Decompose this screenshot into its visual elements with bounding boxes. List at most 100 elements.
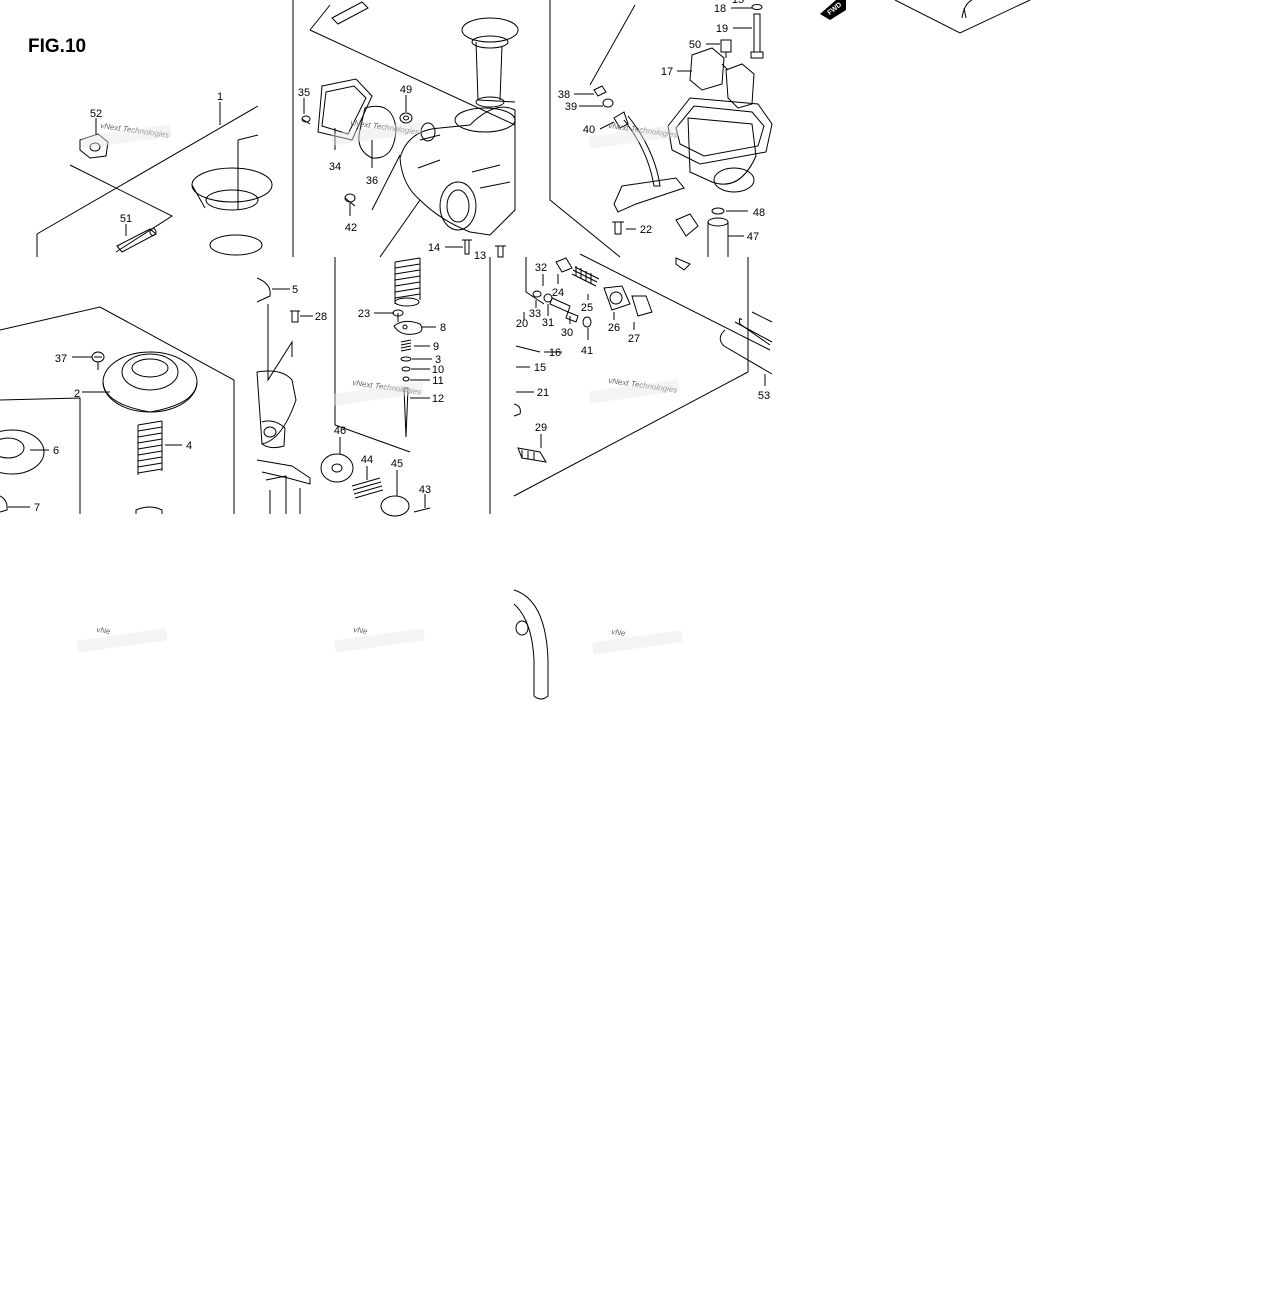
fwd-arrow-badge: FWD <box>820 0 846 20</box>
part-34-gasket <box>317 78 373 141</box>
callout-label-36: 36 <box>366 175 378 187</box>
part-47-hose <box>707 217 729 257</box>
callout-label-15: 15 <box>732 0 744 6</box>
callout-label-43: 43 <box>419 484 431 496</box>
leader-line <box>379 199 421 258</box>
frame-line <box>549 0 621 258</box>
part-27-cap <box>631 295 653 317</box>
part-12-needle <box>403 387 409 438</box>
tile-middle-right <box>513 253 773 497</box>
frame-line <box>579 253 771 351</box>
part-26-nut <box>603 285 631 311</box>
callout-label-49: 49 <box>400 84 412 96</box>
float-bowl-gasket <box>667 97 773 193</box>
part-pin-top <box>331 1 369 25</box>
callout-label-40: 40 <box>583 124 595 136</box>
callout-label-26: 26 <box>608 322 620 334</box>
frame-line <box>0 306 235 514</box>
callout-label-52: 52 <box>90 108 102 120</box>
part-38-spring <box>593 85 607 97</box>
part-2-cover <box>102 351 198 413</box>
part-17-float <box>689 47 755 109</box>
frame-line <box>267 304 293 382</box>
part-51-pin <box>116 228 157 253</box>
callout-label-4: 4 <box>186 440 192 452</box>
callout-label-35: 35 <box>298 87 310 99</box>
callout-label-47: 47 <box>747 231 759 243</box>
part-41-oring <box>582 316 592 328</box>
part-50-valve <box>720 39 732 58</box>
callout-label-44: 44 <box>361 454 373 466</box>
frame-line <box>36 105 259 257</box>
callout-label-24: 24 <box>552 287 564 299</box>
part-33-washer <box>532 290 542 298</box>
part-48-oring <box>711 207 725 215</box>
leader-line <box>599 121 615 130</box>
part-35-screw <box>301 115 311 125</box>
callout-label-21: 21 <box>537 387 549 399</box>
callout-label-13: 13 <box>474 250 486 262</box>
tile-middle-left <box>0 306 235 514</box>
callout-label-45: 45 <box>391 458 403 470</box>
callout-label-8: 8 <box>440 322 446 334</box>
watermark-smudge <box>81 124 172 149</box>
watermark-smudge <box>589 124 680 149</box>
frame-line <box>334 257 411 453</box>
callout-label-46: 46 <box>334 425 346 437</box>
callout-label-31: 31 <box>542 317 554 329</box>
watermark-fragment: vNe <box>353 625 369 636</box>
callout-label-29: 29 <box>535 422 547 434</box>
part-40-screw <box>613 111 661 187</box>
watermark-fragment: vNe <box>611 627 627 638</box>
callout-label-3: 3 <box>435 354 441 366</box>
callout-label-50: 50 <box>689 39 701 51</box>
part-23-screw <box>392 309 404 322</box>
part-4-spring <box>135 420 163 514</box>
part-6-diaphragm <box>0 429 45 475</box>
part-18-washer <box>751 4 763 10</box>
part-29-screw <box>517 447 547 463</box>
part-45-diaphragm <box>380 495 410 517</box>
callout-label-7: 7 <box>34 502 40 514</box>
callout-label-1: 1 <box>217 91 223 103</box>
callout-label-20: 20 <box>516 318 528 330</box>
part-hose-bend <box>513 589 549 700</box>
callout-label-25: 25 <box>581 302 593 314</box>
part-53-hose <box>719 311 773 375</box>
callout-label-10: 10 <box>432 364 444 376</box>
part-3-washer <box>400 356 412 362</box>
part-cylinder-top <box>461 17 519 108</box>
part-36-oring <box>358 105 397 159</box>
carburetor-body-top <box>399 106 516 236</box>
callout-label-17: 17 <box>661 66 673 78</box>
part-46-cover <box>320 453 354 483</box>
part-24-spring <box>571 266 600 287</box>
drain-bracket <box>613 177 685 213</box>
part-22-screw <box>612 221 624 235</box>
callout-label-39: 39 <box>565 101 577 113</box>
part-25-screw <box>549 297 571 313</box>
callout-label-42: 42 <box>345 222 357 234</box>
callout-label-34: 34 <box>329 161 341 173</box>
watermark-smudge <box>334 628 425 653</box>
part-16-pin <box>515 345 541 353</box>
frame-line <box>69 164 174 253</box>
callout-label-41: 41 <box>581 345 593 357</box>
leader-line <box>371 154 401 211</box>
callout-label-30: 30 <box>561 327 573 339</box>
callout-label-2: 2 <box>74 388 80 400</box>
callout-label-11: 11 <box>432 375 443 387</box>
part-37-screw <box>91 351 105 370</box>
tile-top-middle <box>292 0 519 258</box>
callout-label-37: 37 <box>55 353 67 365</box>
part-1-diaphragm-partial <box>191 134 273 256</box>
drain-screw <box>675 213 699 237</box>
part-8-holder <box>393 320 423 335</box>
part-5-cap <box>256 277 271 303</box>
part-22-fitting <box>513 403 521 417</box>
part-49-jet <box>399 112 413 124</box>
part-13-screw <box>495 245 506 258</box>
spring-upper <box>394 257 421 307</box>
callout-label-22: 22 <box>640 224 652 236</box>
